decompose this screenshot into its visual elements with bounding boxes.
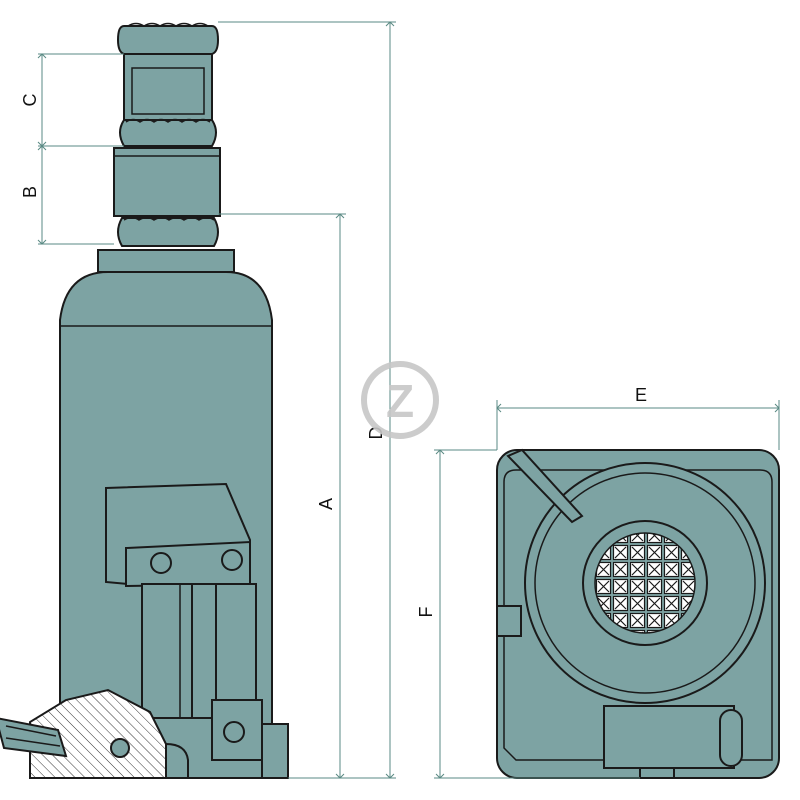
ram xyxy=(113,147,221,217)
dimension-label-b: B xyxy=(20,186,40,198)
pump-assembly xyxy=(105,482,289,779)
dimension-lines xyxy=(37,21,780,779)
dimension-label-c: C xyxy=(20,94,40,107)
side-view xyxy=(0,22,289,779)
extension-nut xyxy=(119,119,217,147)
dimension-label-e: E xyxy=(635,385,647,405)
pivot-bolt-icon xyxy=(221,549,243,571)
base-section xyxy=(0,688,189,779)
pivot-bolt-icon xyxy=(150,552,172,574)
top-view xyxy=(496,448,780,779)
cylinder-cap xyxy=(97,249,235,273)
release-valve-icon xyxy=(223,721,245,743)
saddle-grip-pad xyxy=(595,533,695,633)
dimension-label-a: A xyxy=(316,498,336,510)
extension-screw xyxy=(123,53,213,121)
top-saddle xyxy=(116,25,220,55)
release-valve xyxy=(603,705,735,769)
watermark-letter: Z xyxy=(386,375,414,427)
ram-collar xyxy=(117,217,219,247)
watermark-logo: Z xyxy=(361,361,439,439)
dimension-label-f: F xyxy=(416,607,436,618)
